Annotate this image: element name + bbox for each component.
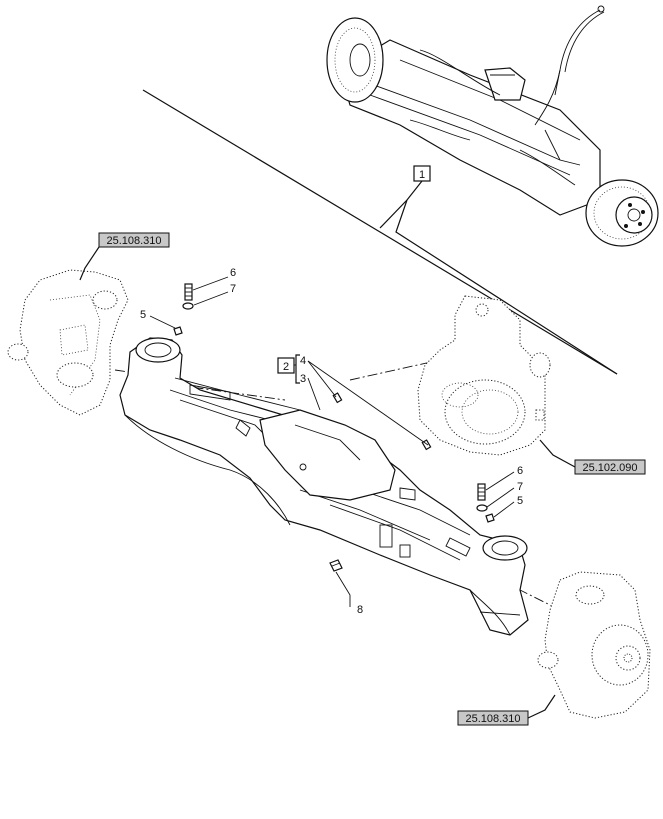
reference-box-top-left[interactable]: 25.108.310 [79, 232, 170, 281]
section-divider-line [142, 89, 618, 375]
callout-6-top: 6 [192, 267, 236, 291]
right-stud-bolt [477, 483, 486, 501]
svg-text:2: 2 [283, 361, 289, 373]
callout-8: 8 [335, 571, 363, 616]
svg-text:8: 8 [357, 604, 363, 616]
left-steering-knuckle [7, 269, 129, 416]
sub-callout-2: 2 [277, 354, 300, 384]
svg-text:7: 7 [517, 481, 523, 493]
assembly-callout: 1 [379, 165, 618, 375]
axle-beam-housing [119, 337, 529, 636]
right-steering-knuckle [537, 571, 651, 719]
dowel-pin-4 [332, 392, 343, 404]
callout-4: 4 [300, 355, 429, 446]
svg-text:7: 7 [230, 283, 236, 295]
reference-box-bottom-right[interactable]: 25.108.310 [457, 694, 556, 726]
reference-label: 25.108.310 [106, 235, 161, 247]
left-nut [173, 326, 183, 336]
drain-plug [329, 559, 343, 572]
callout-7-right: 7 [486, 481, 523, 508]
callout-6-right: 6 [485, 465, 523, 491]
reference-box-right[interactable]: 25.102.090 [539, 439, 646, 475]
right-nut [485, 513, 495, 523]
svg-text:6: 6 [517, 465, 523, 477]
svg-text:5: 5 [140, 309, 146, 321]
callout-7-top: 7 [193, 283, 236, 306]
svg-text:3: 3 [300, 373, 306, 385]
svg-text:5: 5 [517, 495, 523, 507]
assembly-number: 1 [419, 169, 425, 181]
left-washer [182, 302, 194, 310]
complete-axle-assembly [326, 5, 659, 247]
callout-3: 3 [300, 373, 321, 411]
callout-5-right: 5 [493, 495, 523, 518]
reference-label: 25.102.090 [582, 462, 637, 474]
left-stud-bolt [184, 283, 193, 301]
right-washer [476, 504, 488, 512]
differential-assembly [417, 295, 551, 456]
reference-label: 25.108.310 [465, 713, 520, 725]
callout-5-left: 5 [140, 309, 176, 329]
svg-text:4: 4 [300, 355, 306, 367]
svg-text:6: 6 [230, 267, 236, 279]
